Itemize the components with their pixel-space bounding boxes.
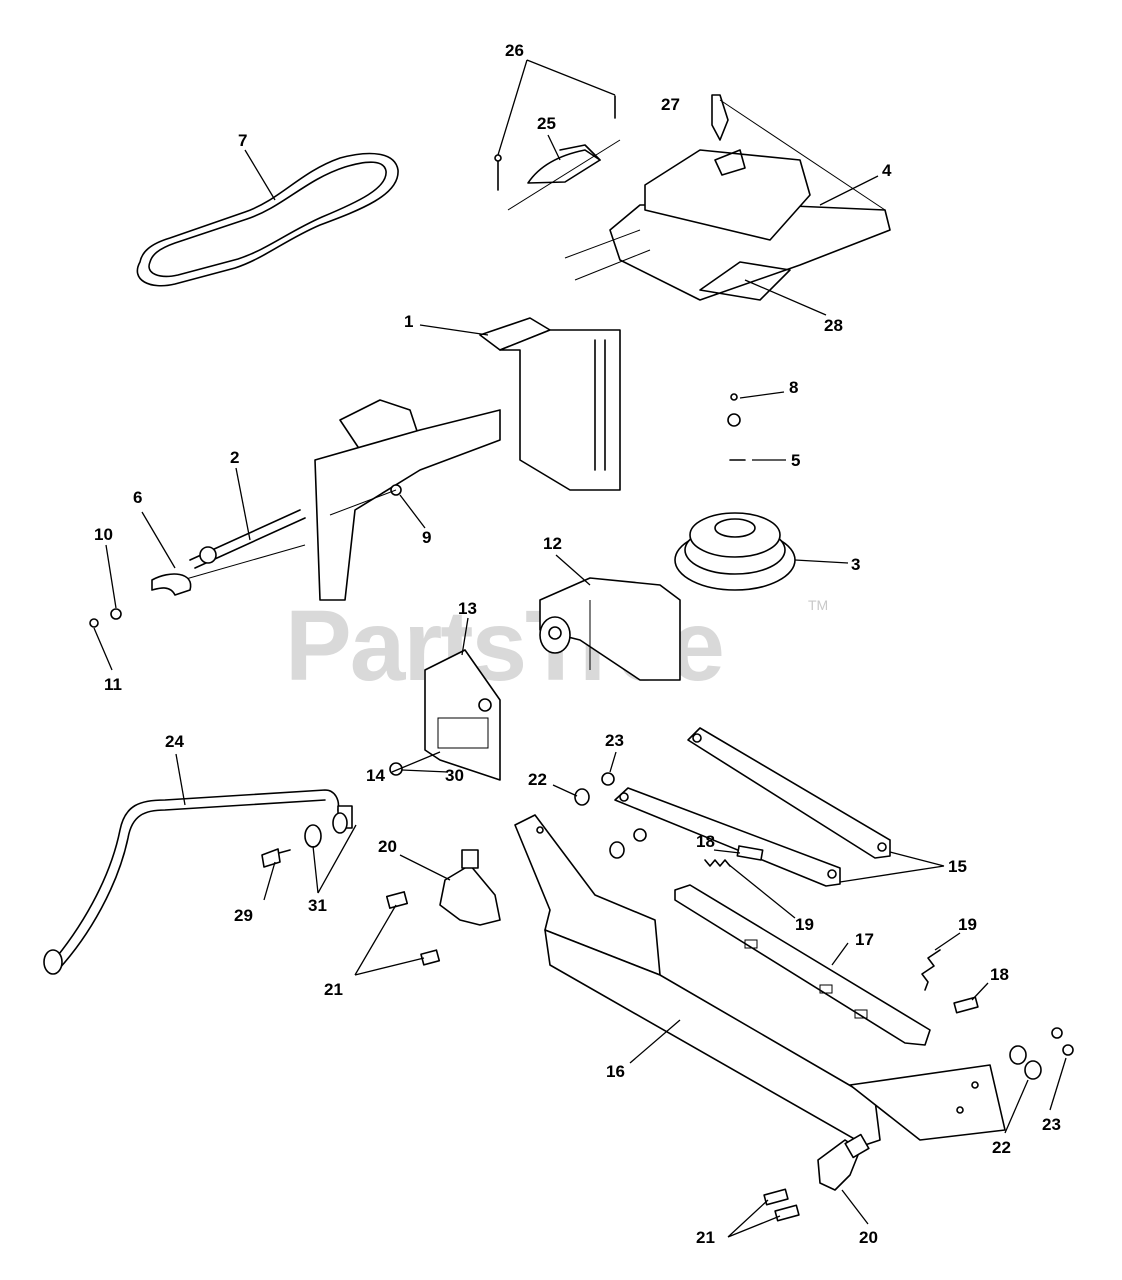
part-pin-18b[interactable] xyxy=(953,996,979,1014)
part-swivel-lower[interactable] xyxy=(817,1133,870,1191)
part-main-bracket[interactable] xyxy=(314,317,621,601)
part-nut-23a[interactable] xyxy=(601,772,615,786)
callout-20a[interactable]: 20 xyxy=(378,837,397,856)
callout-14[interactable]: 14 xyxy=(366,766,385,785)
callout-3[interactable]: 3 xyxy=(851,555,860,574)
callout-23b[interactable]: 23 xyxy=(1042,1115,1061,1134)
callout-31[interactable]: 31 xyxy=(308,896,327,915)
part-pin-26[interactable] xyxy=(494,95,616,191)
callout-labels: 26 27 25 7 4 28 1 8 5 2 6 9 10 12 3 13 1… xyxy=(94,41,1061,1247)
part-swivel-upper[interactable] xyxy=(439,849,501,926)
callout-8[interactable]: 8 xyxy=(789,378,798,397)
callout-18b[interactable]: 18 xyxy=(990,965,1009,984)
callout-1[interactable]: 1 xyxy=(404,312,413,331)
callout-22a[interactable]: 22 xyxy=(528,770,547,789)
callout-23a[interactable]: 23 xyxy=(605,731,624,750)
part-flap-27[interactable] xyxy=(711,94,729,141)
part-bolt-29[interactable] xyxy=(261,848,291,868)
part-spring-19b[interactable] xyxy=(921,949,941,991)
callout-25[interactable]: 25 xyxy=(537,114,556,133)
callout-7[interactable]: 7 xyxy=(238,131,247,150)
callout-19b[interactable]: 19 xyxy=(958,915,977,934)
part-pin-21a[interactable] xyxy=(385,891,409,909)
part-nut-8[interactable] xyxy=(727,413,741,427)
callout-20b[interactable]: 20 xyxy=(859,1228,878,1247)
callout-10[interactable]: 10 xyxy=(94,525,113,544)
part-slotted-bar[interactable] xyxy=(674,884,931,1046)
part-housing[interactable] xyxy=(564,99,891,301)
callout-24[interactable]: 24 xyxy=(165,732,184,751)
callout-12[interactable]: 12 xyxy=(543,534,562,553)
part-washers-31[interactable] xyxy=(304,812,348,848)
callout-21b[interactable]: 21 xyxy=(696,1228,715,1247)
callout-28[interactable]: 28 xyxy=(824,316,843,335)
callout-30[interactable]: 30 xyxy=(445,766,464,785)
callout-27[interactable]: 27 xyxy=(661,95,680,114)
callout-5[interactable]: 5 xyxy=(791,451,800,470)
callout-19a[interactable]: 19 xyxy=(795,915,814,934)
part-idler-bracket[interactable] xyxy=(539,577,681,681)
part-spring-19a[interactable] xyxy=(704,859,731,867)
part-washer-10[interactable] xyxy=(110,608,122,620)
part-nut-23b[interactable] xyxy=(1051,1027,1074,1056)
callout-2[interactable]: 2 xyxy=(230,448,239,467)
part-washer-22b[interactable] xyxy=(1009,1045,1042,1080)
callout-13[interactable]: 13 xyxy=(458,599,477,618)
callout-15[interactable]: 15 xyxy=(948,857,967,876)
callout-9[interactable]: 9 xyxy=(422,528,431,547)
part-pin-21b[interactable] xyxy=(420,949,441,966)
part-pulley[interactable] xyxy=(674,512,796,591)
callout-26[interactable]: 26 xyxy=(505,41,524,60)
part-plate[interactable] xyxy=(424,649,501,781)
part-bolt-8[interactable] xyxy=(730,393,738,401)
callout-21a[interactable]: 21 xyxy=(324,980,343,999)
part-bolt-9[interactable] xyxy=(329,484,402,516)
callout-16[interactable]: 16 xyxy=(606,1062,625,1081)
part-pin-18a[interactable] xyxy=(736,845,764,861)
callout-17[interactable]: 17 xyxy=(855,930,874,949)
part-belt[interactable] xyxy=(136,152,399,287)
callout-6[interactable]: 6 xyxy=(133,488,142,507)
part-frame[interactable] xyxy=(514,814,1006,1146)
part-latch-25[interactable] xyxy=(507,139,621,211)
part-washer-22a[interactable] xyxy=(574,788,590,806)
callout-22b[interactable]: 22 xyxy=(992,1138,1011,1157)
callout-4[interactable]: 4 xyxy=(882,161,892,180)
part-pins-21c[interactable] xyxy=(763,1188,800,1222)
part-handle[interactable] xyxy=(151,546,217,596)
leader-lines xyxy=(93,59,1067,1238)
callout-29[interactable]: 29 xyxy=(234,906,253,925)
callout-11[interactable]: 11 xyxy=(104,675,122,694)
part-links[interactable] xyxy=(614,727,891,887)
part-washers-mid[interactable] xyxy=(609,828,647,859)
watermark-trademark: TM xyxy=(808,597,828,613)
callout-18a[interactable]: 18 xyxy=(696,832,715,851)
part-rod[interactable] xyxy=(164,509,306,586)
part-lift-rod[interactable] xyxy=(43,789,353,975)
part-nut-11[interactable] xyxy=(89,618,99,628)
